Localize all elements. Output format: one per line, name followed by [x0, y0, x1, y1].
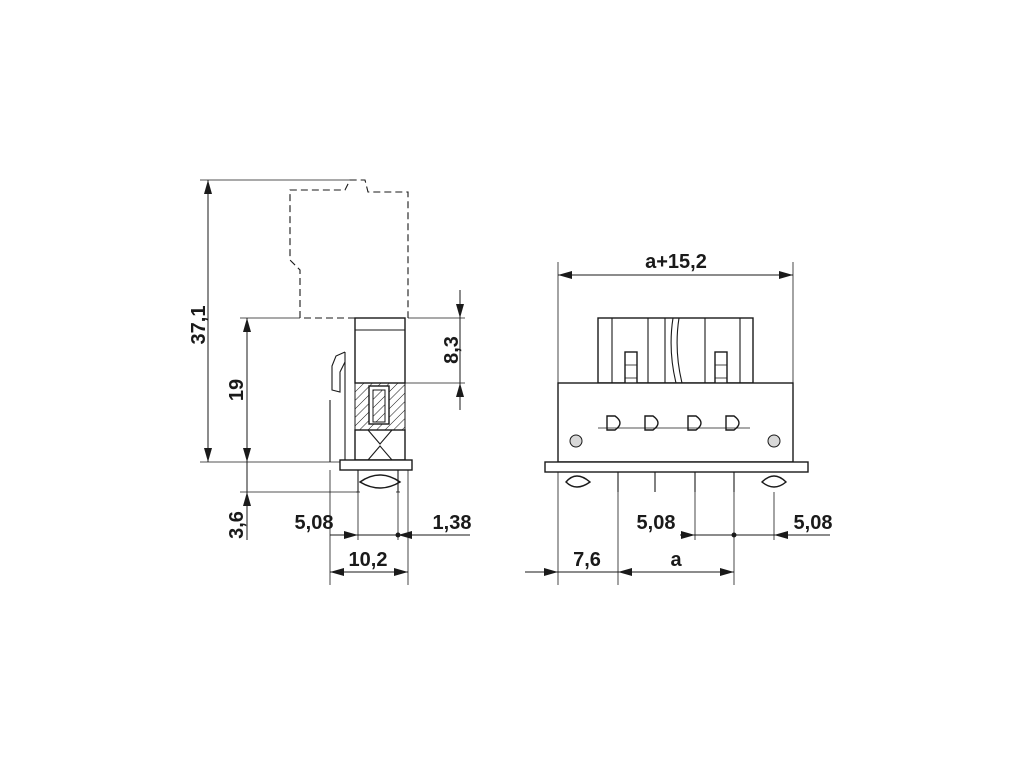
right-mounting-hole: [767, 434, 781, 448]
dim-plug-height: 8,3: [441, 336, 463, 364]
side-screw: [358, 474, 402, 489]
dim-edge-offset: 7,6: [573, 549, 601, 571]
front-pcb: [544, 461, 809, 473]
side-upper-body: [354, 317, 406, 384]
left-mounting-hole: [569, 434, 583, 448]
dim-pitch-right: 5,08: [794, 512, 833, 534]
front-lower-body: [557, 382, 794, 463]
side-view: [289, 179, 413, 493]
side-latch: [331, 351, 346, 393]
front-upper-body: [597, 317, 754, 384]
front-view: [544, 317, 809, 492]
mating-plug-outline: [289, 179, 409, 319]
dim-pin-length: 3,6: [226, 511, 248, 539]
dim-overall-width: a+15,2: [645, 251, 707, 273]
side-base-flange: [339, 459, 413, 471]
front-dimensions: [525, 262, 830, 585]
dim-pin-offset: 1,38: [433, 512, 472, 534]
dim-total-height: 37,1: [188, 306, 210, 345]
dim-pitch-left: 5,08: [637, 512, 676, 534]
dim-pin-pitch: 5,08: [295, 512, 334, 534]
dim-span: a: [670, 549, 682, 571]
side-dimensions: [200, 179, 470, 585]
dim-body-height: 19: [226, 379, 248, 401]
dim-width: 10,2: [349, 549, 388, 571]
